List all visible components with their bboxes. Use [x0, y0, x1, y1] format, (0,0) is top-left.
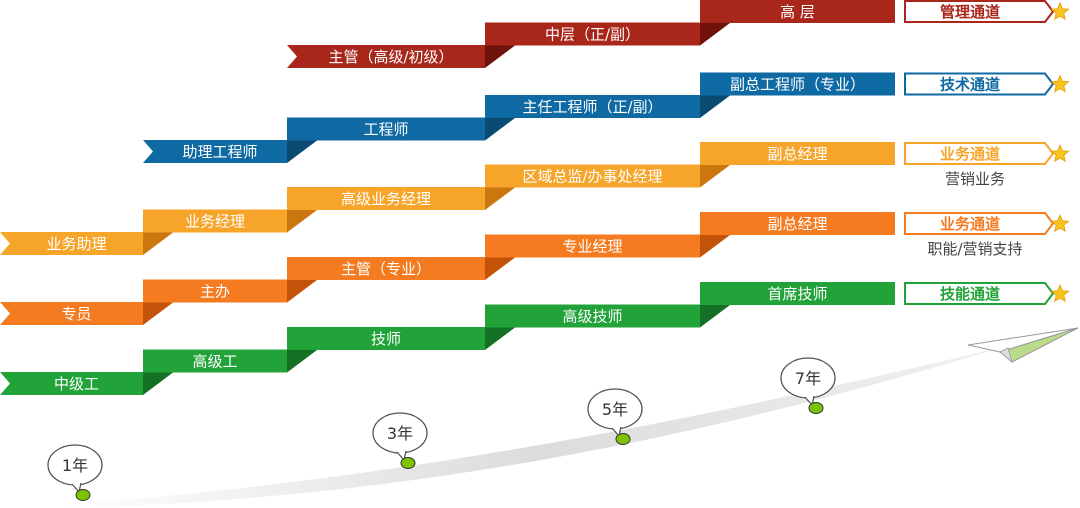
step-bar — [143, 349, 287, 373]
step-label: 高 层 — [780, 3, 815, 21]
step-bar — [143, 279, 287, 303]
timeline-marker: 1年 — [47, 444, 103, 501]
channel-label: 业务通道 — [940, 215, 1000, 233]
step-fold — [700, 305, 730, 328]
step-bar — [0, 372, 143, 395]
channel-sublabel: 营销业务 — [944, 170, 1005, 188]
step-label: 中层（正/副） — [545, 26, 640, 44]
step-label: 区域总监/办事处经理 — [522, 168, 662, 186]
channel-label: 管理通道 — [940, 3, 1000, 21]
timeline-dot — [400, 457, 416, 469]
channel-box — [904, 142, 1055, 165]
star-icon — [1050, 74, 1070, 93]
track-business-marketing: 业务助理业务经理高级业务经理区域总监/办事处经理副总经理业务通道 — [0, 142, 1070, 255]
channel-box — [904, 282, 1055, 305]
year-label: 3年 — [387, 424, 413, 443]
step-fold — [287, 140, 317, 163]
step-fold — [143, 232, 173, 255]
step-fold — [287, 280, 317, 303]
step-bar — [485, 234, 700, 258]
step-fold — [287, 210, 317, 233]
track-skills: 中级工 高级工 技师 高级技师 首席技师 技能通道 — [0, 282, 1070, 395]
track-technical: 助理工程师 工程师 主任工程师（正/副） 副总工程师（专业） 技术通道 — [143, 72, 1070, 163]
step-bar — [485, 164, 700, 188]
step-label: 业务助理 — [46, 235, 106, 253]
step-fold — [485, 327, 515, 350]
step-fold — [143, 372, 173, 395]
step-label: 副总工程师（专业） — [730, 76, 865, 94]
step-bar — [0, 232, 143, 255]
star-icon — [1050, 1, 1070, 21]
channel-box — [904, 212, 1055, 235]
step-fold — [485, 257, 515, 280]
step-bar — [287, 327, 485, 350]
step-label: 副总经理 — [767, 145, 827, 163]
step-label: 技师 — [371, 330, 401, 348]
step-label: 高级工 — [192, 353, 237, 371]
channel-box — [904, 72, 1055, 96]
channel-label: 业务通道 — [940, 145, 1000, 163]
step-bar — [700, 212, 895, 235]
step-label: 高级业务经理 — [341, 190, 431, 208]
track-management: 主管（高级/初级） 中层（正/副） 高 层 管理通道 — [287, 0, 1070, 68]
step-fold — [143, 302, 173, 325]
step-label: 副总经理 — [767, 215, 827, 233]
step-label: 中级工 — [54, 375, 99, 393]
channel-label: 技术通道 — [940, 76, 1000, 94]
channel-box — [904, 0, 1055, 23]
step-label: 高级技师 — [562, 308, 622, 326]
step-label: 工程师 — [363, 121, 408, 139]
timeline-dot — [615, 433, 631, 445]
step-bar — [287, 257, 485, 280]
year-label: 7年 — [795, 369, 821, 388]
step-label: 首席技师 — [767, 285, 827, 303]
timeline-marker: 3年 — [372, 412, 428, 469]
step-bar — [485, 304, 700, 328]
step-fold — [700, 235, 730, 258]
step-bar — [485, 95, 700, 118]
step-bar — [700, 282, 895, 305]
step-bar — [700, 0, 895, 23]
step-fold — [700, 23, 730, 46]
star-icon — [1050, 283, 1070, 303]
channel-label: 技能通道 — [940, 285, 1000, 303]
step-label: 专业经理 — [562, 238, 622, 256]
step-bar — [0, 302, 143, 325]
star-icon — [1050, 143, 1070, 163]
step-fold — [485, 118, 515, 141]
star-icon — [1050, 213, 1070, 233]
step-fold — [485, 45, 515, 68]
step-label: 主任工程师（正/副） — [522, 98, 662, 116]
year-label: 5年 — [602, 400, 628, 419]
year-label: 1年 — [62, 456, 88, 475]
step-bar — [143, 140, 287, 163]
step-bar — [143, 209, 287, 233]
timeline-dot — [75, 489, 91, 501]
timeline-marker: 5年 — [587, 388, 643, 445]
step-label: 专员 — [61, 305, 91, 323]
timeline-marker: 7年 — [780, 357, 836, 414]
step-bar — [287, 187, 485, 210]
step-label: 助理工程师 — [182, 143, 257, 161]
step-label: 主管（专业） — [341, 260, 431, 278]
step-fold — [485, 187, 515, 210]
track-business-support: 专员 主办 主管（专业） 专业经理 副总经理 业务通道 — [0, 212, 1070, 325]
step-fold — [287, 350, 317, 373]
channel-sublabel: 职能/营销支持 — [927, 240, 1023, 258]
step-bar — [700, 72, 895, 96]
step-fold — [700, 165, 730, 188]
step-bar — [287, 45, 485, 68]
step-label: 业务经理 — [185, 213, 245, 231]
timeline-dot — [808, 402, 824, 414]
step-bar — [485, 22, 700, 46]
step-bar — [700, 142, 895, 165]
paper-plane-icon — [967, 327, 1079, 364]
step-label: 主管（高级/初级） — [328, 48, 453, 66]
step-label: 主办 — [200, 283, 230, 301]
step-bar — [287, 117, 485, 141]
step-fold — [700, 95, 730, 118]
